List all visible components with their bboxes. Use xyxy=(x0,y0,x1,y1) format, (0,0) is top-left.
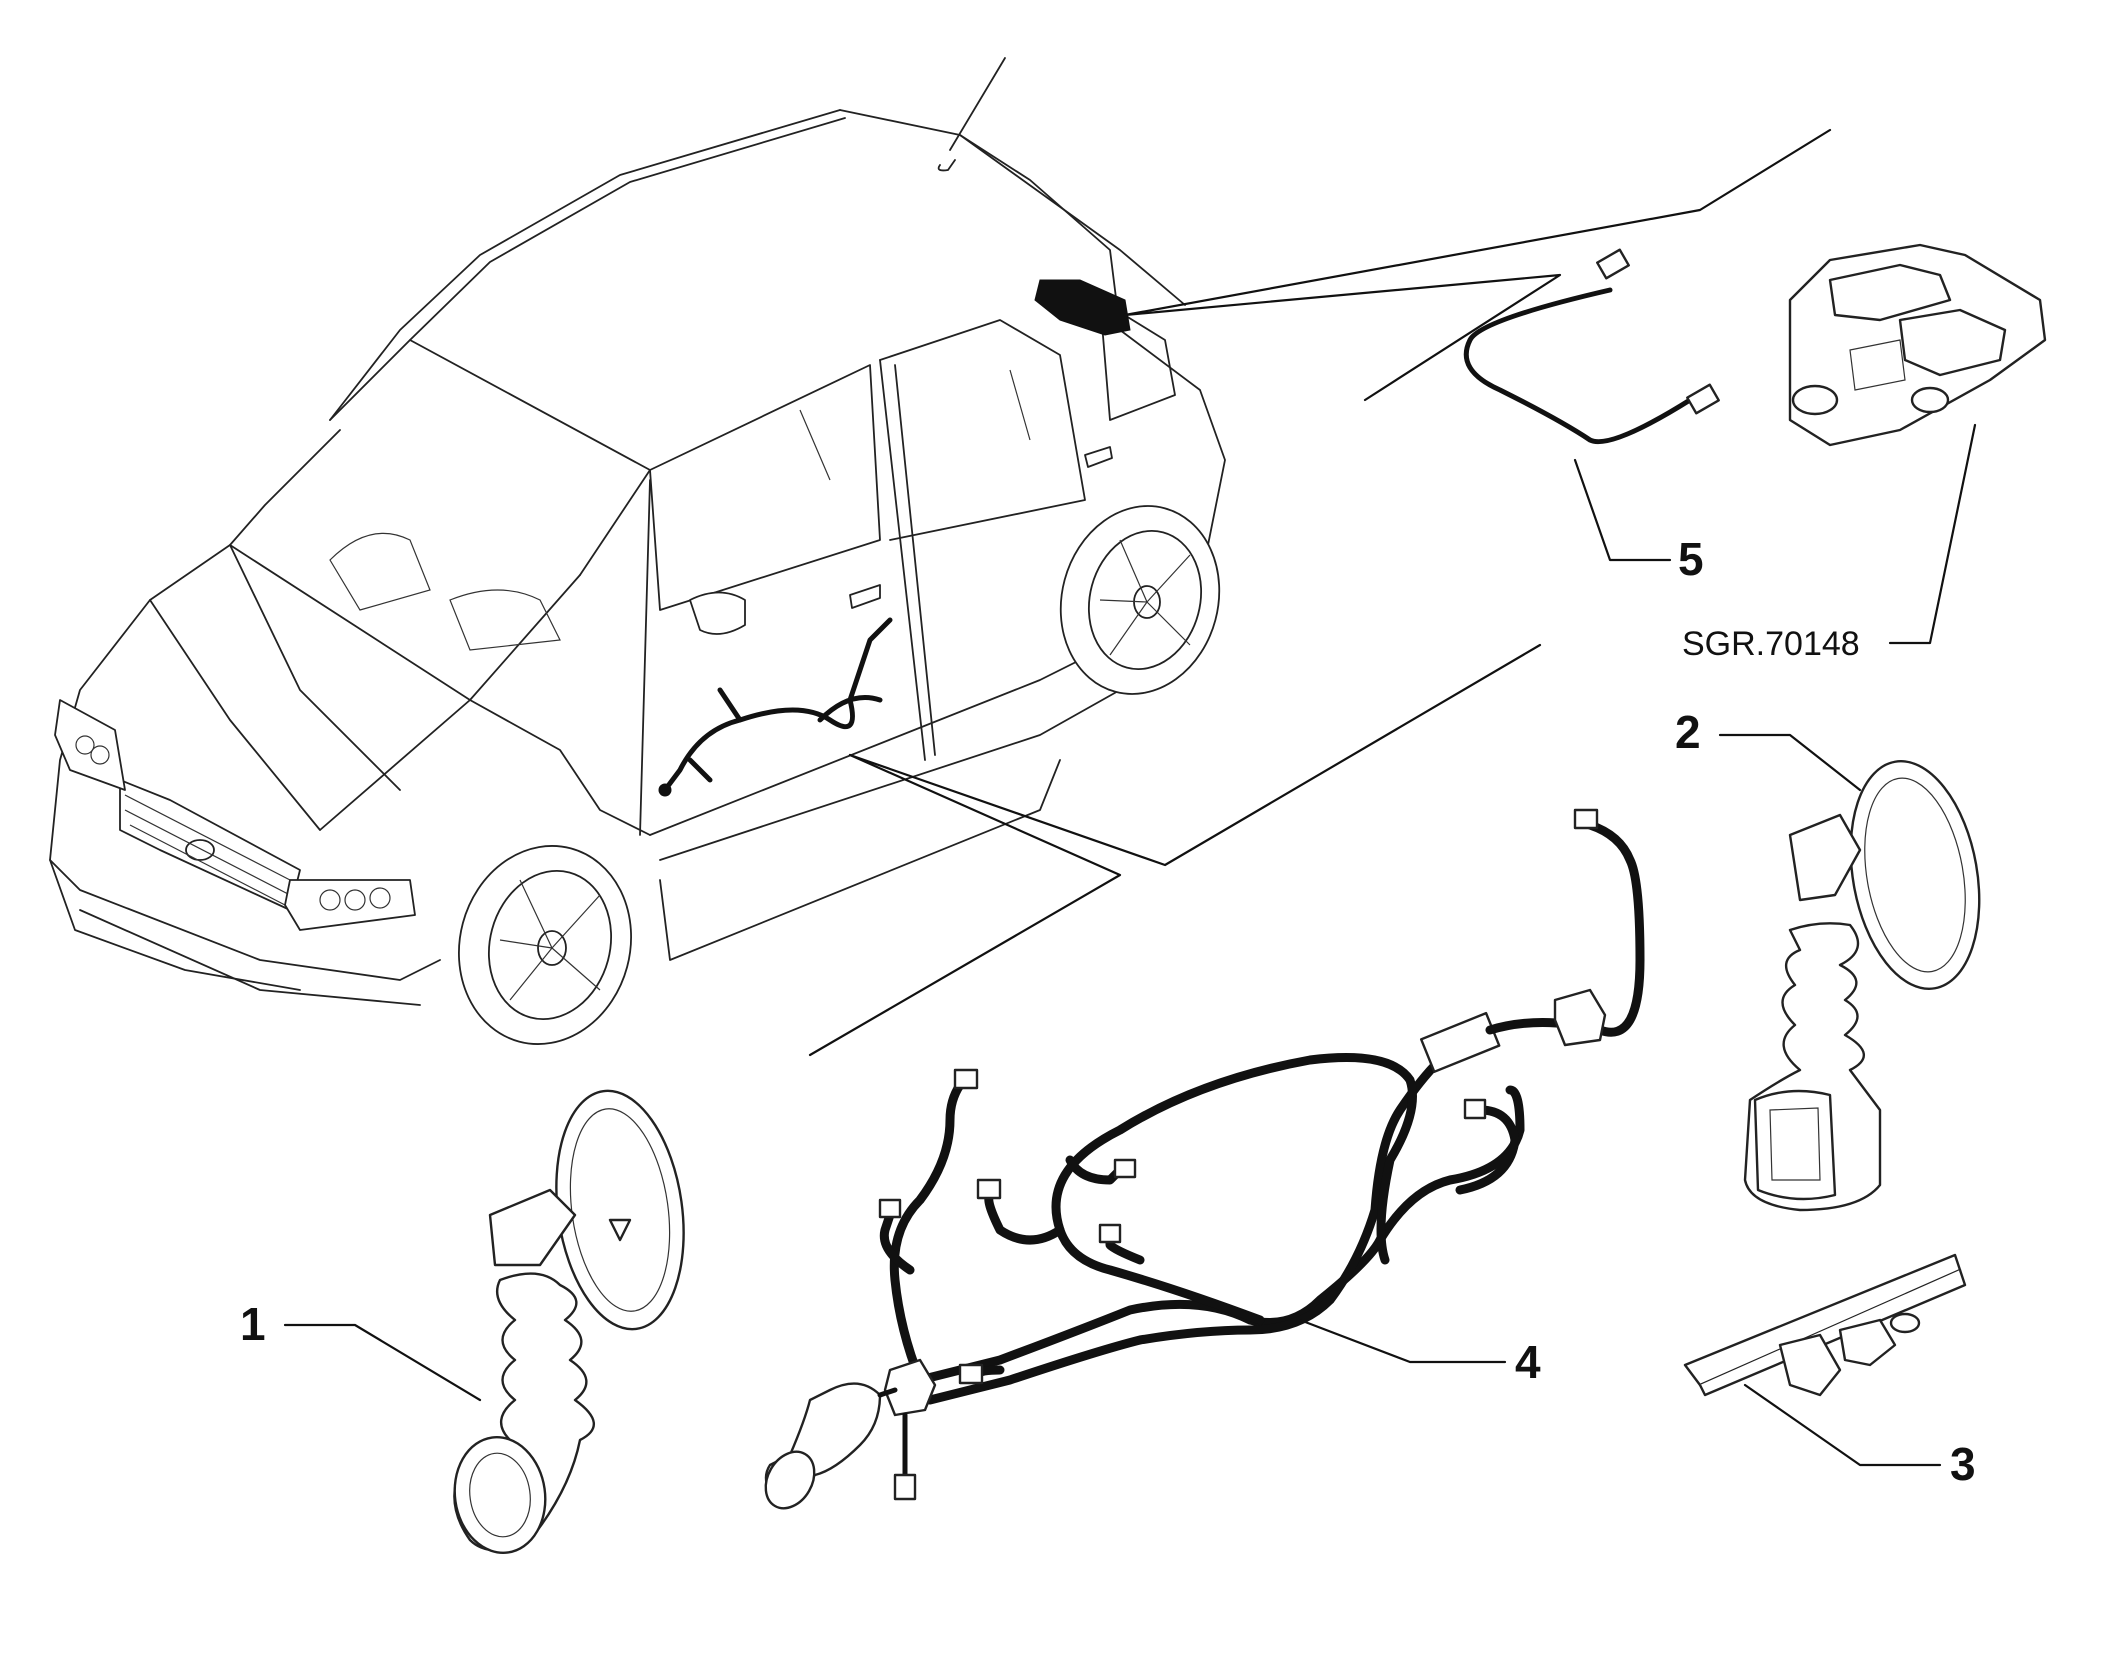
callout-label-4: 4 xyxy=(1515,1336,1541,1388)
leader-lines xyxy=(808,128,1832,1057)
callout-4: 4 xyxy=(1298,1318,1541,1388)
mirror-cable-icon xyxy=(1463,248,1720,445)
car-illustration xyxy=(49,57,1226,1045)
callout-5: 5 xyxy=(1573,458,1704,585)
front-wheel-icon xyxy=(458,845,632,1045)
callout-label-5: 5 xyxy=(1678,533,1704,585)
callout-1: 1 xyxy=(240,1298,482,1402)
callout-2: 2 xyxy=(1675,706,1862,792)
callout-label-3: 3 xyxy=(1950,1438,1976,1490)
door-grommet-icon xyxy=(1743,760,1981,1212)
door-grommet-icon xyxy=(453,1089,685,1554)
callout-sgr: SGR.70148 xyxy=(1682,423,1977,663)
reference-code-label: SGR.70148 xyxy=(1682,625,1860,663)
cable-clip-icon xyxy=(1683,1253,1967,1397)
mirror-actuator-icon xyxy=(1788,243,2047,447)
callout-label-1: 1 xyxy=(240,1298,266,1350)
callout-label-2: 2 xyxy=(1675,706,1701,758)
door-wiring-harness-icon xyxy=(764,808,1645,1510)
warning-triangle-icon xyxy=(608,1218,632,1242)
callout-3: 3 xyxy=(1743,1383,1976,1490)
rear-wheel-icon xyxy=(1059,505,1221,695)
